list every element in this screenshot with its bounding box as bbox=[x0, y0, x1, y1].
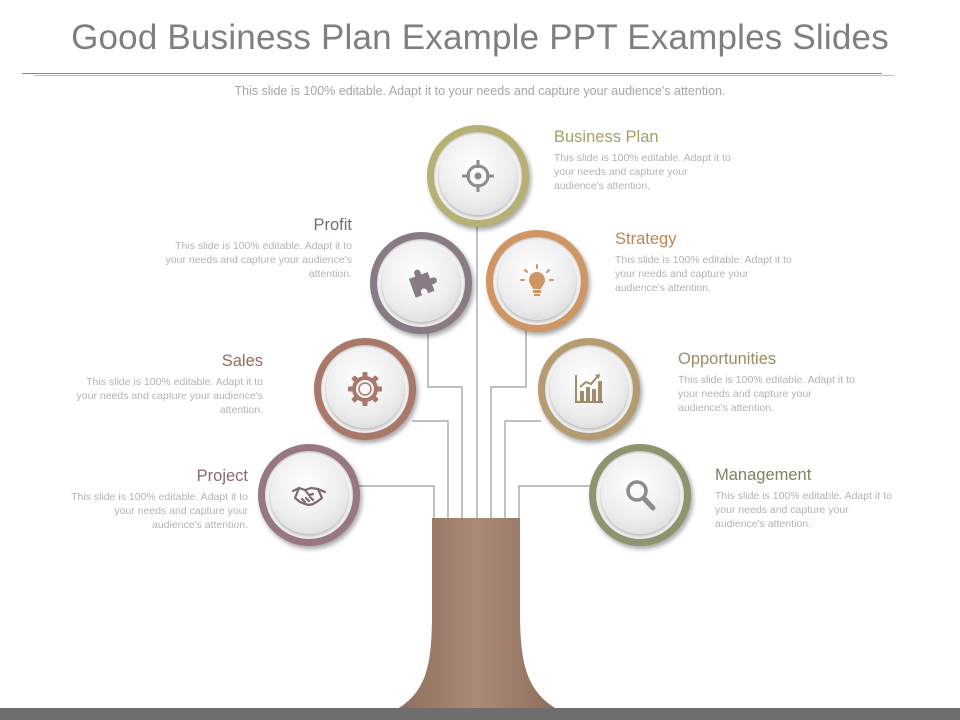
label-profit: Profit This slide is 100% editable. Adap… bbox=[160, 216, 352, 281]
label-management: Management This slide is 100% editable. … bbox=[715, 466, 900, 531]
label-strategy: Strategy This slide is 100% editable. Ad… bbox=[615, 230, 800, 295]
business-plan-heading: Business Plan bbox=[554, 128, 659, 146]
strategy-desc: This slide is 100% editable. Adapt it to… bbox=[615, 254, 792, 294]
bar-chart-icon bbox=[575, 374, 603, 403]
connector-profit bbox=[427, 330, 463, 518]
label-business-plan: Business Plan This slide is 100% editabl… bbox=[554, 128, 739, 193]
opportunities-heading: Opportunities bbox=[678, 350, 777, 368]
connector-opportunities bbox=[504, 420, 541, 518]
node-opportunities bbox=[538, 338, 640, 440]
management-desc: This slide is 100% editable. Adapt it to… bbox=[715, 490, 892, 530]
sales-desc: This slide is 100% editable. Adapt it to… bbox=[76, 376, 263, 416]
node-business-plan bbox=[427, 125, 529, 227]
connector-sales bbox=[412, 420, 449, 518]
connector-management bbox=[518, 485, 590, 518]
lightbulb-icon bbox=[520, 264, 554, 296]
label-opportunities: Opportunities This slide is 100% editabl… bbox=[678, 350, 863, 415]
strategy-heading: Strategy bbox=[615, 230, 677, 248]
opportunities-desc: This slide is 100% editable. Adapt it to… bbox=[678, 374, 855, 414]
node-management bbox=[589, 444, 691, 546]
handshake-icon bbox=[291, 486, 327, 507]
target-icon bbox=[462, 160, 494, 192]
magnifier-icon bbox=[626, 480, 656, 511]
connector-project bbox=[358, 485, 435, 518]
node-project bbox=[258, 444, 360, 546]
connector-strategy bbox=[490, 330, 527, 518]
title-divider bbox=[22, 73, 894, 76]
slide-subtitle: This slide is 100% editable. Adapt it to… bbox=[234, 84, 726, 98]
project-desc: This slide is 100% editable. Adapt it to… bbox=[71, 491, 248, 531]
puzzle-icon bbox=[408, 269, 437, 298]
label-sales: Sales This slide is 100% editable. Adapt… bbox=[70, 352, 263, 417]
node-strategy bbox=[486, 230, 588, 332]
label-project: Project This slide is 100% editable. Ada… bbox=[62, 467, 248, 532]
slide-title: Good Business Plan Example PPT Examples … bbox=[71, 18, 889, 57]
sales-heading: Sales bbox=[221, 352, 263, 370]
management-heading: Management bbox=[715, 466, 812, 484]
connector-lines bbox=[358, 225, 590, 518]
profit-desc: This slide is 100% editable. Adapt it to… bbox=[165, 240, 352, 280]
project-heading: Project bbox=[196, 467, 248, 485]
profit-heading: Profit bbox=[313, 216, 352, 234]
footer-bar bbox=[0, 708, 960, 720]
business-plan-desc: This slide is 100% editable. Adapt it to… bbox=[554, 152, 731, 192]
node-profit bbox=[370, 232, 472, 334]
gear-icon bbox=[348, 372, 382, 406]
node-sales bbox=[314, 338, 416, 440]
tree-trunk bbox=[392, 518, 562, 712]
